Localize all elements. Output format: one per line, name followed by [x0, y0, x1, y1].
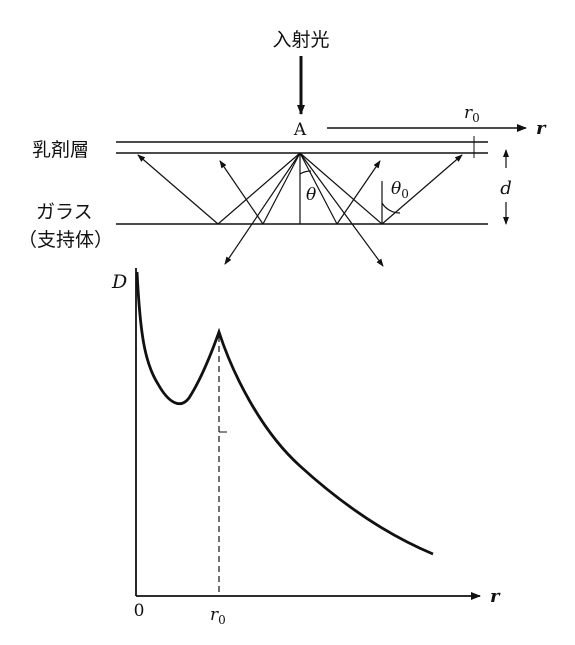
origin-label: 0	[134, 601, 145, 621]
thickness-label: d	[500, 178, 512, 199]
point-a-label: A	[293, 120, 307, 140]
density-curve	[135, 271, 434, 556]
r0-tick-label: r0	[210, 605, 226, 627]
support-label: （支持体）	[18, 229, 113, 251]
glass-label: ガラス	[36, 201, 93, 223]
r0-label-top: r0	[464, 103, 480, 125]
theta0-label: θ0	[391, 179, 409, 201]
scattered-rays	[137, 152, 463, 267]
x-axis-label: r	[490, 586, 501, 607]
theta-label: θ	[306, 185, 316, 205]
r-axis-label-top: r	[536, 118, 547, 139]
emulsion-layer-label: 乳剤層	[32, 139, 89, 161]
y-axis-label: D	[111, 271, 127, 293]
incident-light-label: 入射光	[272, 29, 329, 51]
